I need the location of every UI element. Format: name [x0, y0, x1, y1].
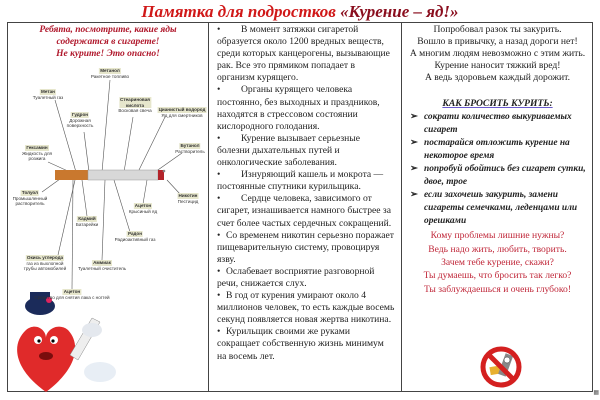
- corner-mark: ▦: [593, 390, 599, 396]
- how-to-quit-heading: КАК БРОСИТЬ КУРИТЬ:: [442, 98, 553, 110]
- fact-item: •В год от курения умирают около 4 миллио…: [217, 290, 395, 326]
- poem-line: Курение наносит тяжкий вред!: [434, 60, 561, 72]
- arrow-icon: ➢: [410, 164, 418, 175]
- title-part1: Памятка для подростков: [141, 2, 336, 21]
- poem-line: А ведь здоровьем каждый дорожит.: [424, 72, 571, 84]
- tip-item: ➢если захочешь закурить, замени сигареты…: [410, 190, 578, 227]
- arrow-icon: ➢: [410, 190, 418, 201]
- tip-item: ➢попробуй обойтись без сигарет сутки, дв…: [410, 164, 586, 188]
- fact-item: •Со временем никотин серьезно поражает п…: [217, 229, 394, 265]
- poem-line: Попробовал разок ты закурить.: [433, 24, 562, 35]
- red-poem: Кому проблемы лишние нужны? Ведь надо жи…: [402, 229, 593, 295]
- red-poem-line: Кому проблемы лишние нужны?: [430, 230, 565, 242]
- red-poem-line: Зачем тебе курение, скажи?: [441, 257, 554, 269]
- title-part2: «Курение – яд!»: [340, 2, 459, 21]
- table-frame: [7, 22, 593, 392]
- facts-column: •В момент затяжки сигаретой образуется о…: [208, 22, 402, 392]
- fact-item: •Сердце человека, зависимого от сигарет,…: [217, 193, 392, 229]
- warning-line: содержатся в сигарете!: [56, 37, 160, 47]
- poem-line: Вошло в привычку, а назад дороги нет!: [417, 36, 578, 48]
- tip-item: ➢постарайся отложить курение на некоторо…: [410, 138, 570, 162]
- warning-line: Не курите! Это опасно!: [56, 49, 160, 59]
- arrow-icon: ➢: [410, 138, 418, 149]
- fact-item: •В момент затяжки сигаретой образуется о…: [217, 24, 390, 84]
- fact-item: •Курильщик своими же руками сокращает со…: [217, 326, 384, 362]
- left-column: Ребята, посмотрите, какие яды содержатся…: [7, 22, 209, 392]
- tips-list: ➢сократи количество выкуриваемых сигарет…: [402, 111, 593, 228]
- arrow-icon: ➢: [410, 112, 418, 123]
- warning-text: Ребята, посмотрите, какие яды содержатся…: [7, 24, 209, 60]
- advice-column: Попробовал разок ты закурить. Вошло в пр…: [402, 22, 593, 392]
- page-title: Памятка для подростков «Курение – яд!»: [0, 2, 600, 22]
- cigarette-icon: [55, 169, 166, 181]
- red-poem-line: Ведь надо жить, любить, творить.: [428, 243, 567, 255]
- fact-item: •Курение вызывает серьезные болезни дыха…: [217, 132, 360, 169]
- tip-item: ➢сократи количество выкуриваемых сигарет: [410, 112, 572, 136]
- heart-cartoon-icon: [17, 292, 116, 392]
- no-smoking-icon: [480, 346, 522, 388]
- fact-item: •Ослабевает восприятие разговорной речи,…: [217, 265, 375, 289]
- red-poem-line: Ты заблуждаешься и очень глубоко!: [423, 283, 572, 295]
- fact-item: •Изнуряющий кашель и мокрота — постоянны…: [217, 169, 384, 193]
- red-poem-line: Ты думаешь, что бросить так легко?: [423, 270, 572, 282]
- poem: Попробовал разок ты закурить. Вошло в пр…: [402, 24, 593, 84]
- fact-item: •Органы курящего человека постоянно, без…: [217, 84, 380, 132]
- diagram-lines: [17, 79, 183, 392]
- warning-line: Ребята, посмотрите, какие яды: [39, 25, 177, 35]
- poem-line: А многим людям невозможно с этим жить.: [409, 48, 586, 60]
